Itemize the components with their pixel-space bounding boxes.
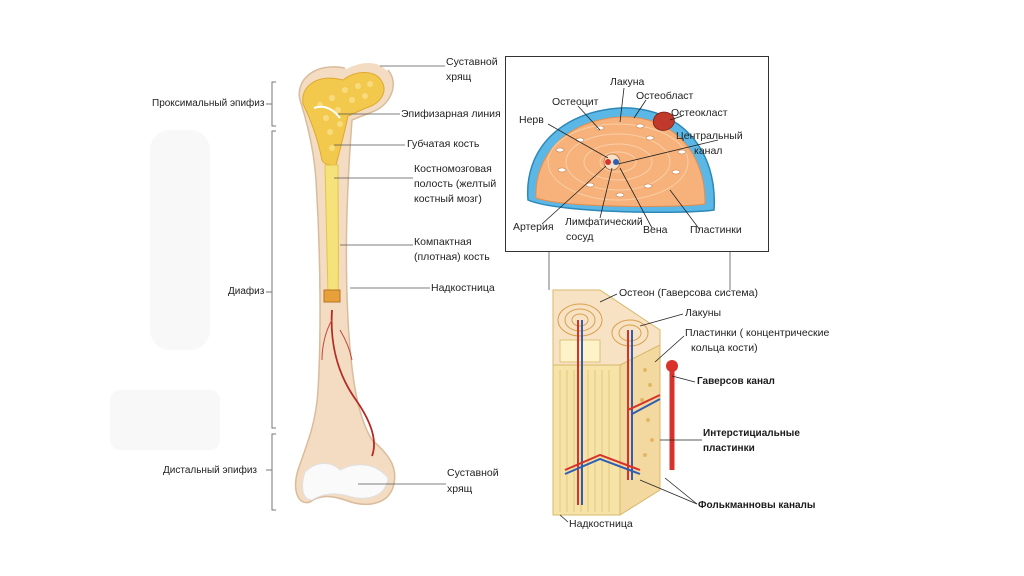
lamellae-label: Пластинки [690,224,742,236]
proximal-epiphysis-label: Проксимальный эпифиз [152,98,265,109]
osteocytes [555,123,687,198]
lacuna-label: Лакуна [610,76,645,88]
interstitial-spots [640,368,654,457]
region-brackets [266,81,276,511]
spongy-texture [317,81,373,151]
osteon-label: Остеон (Гаверсова система) [619,287,758,299]
cut-osteon [559,339,601,363]
vein-label: Вена [643,224,668,236]
compact-bone-label: Компактная [414,236,472,248]
block-vessels [564,320,661,505]
nutrient-branch [321,319,333,361]
periosteum-vessel-end [666,360,678,372]
marrow-cavity-cut [323,289,341,303]
canal-artery [605,159,611,165]
nutrient-artery [330,309,375,457]
lymph-vessel-label: Лимфатический [565,216,643,228]
osteon-leader-lines [541,87,719,231]
haversian-canal-label: Гаверсов канал [697,376,775,387]
distal-articular-cartilage [302,463,389,501]
lamellae-block-label: Пластинки ( концентрические [685,327,830,339]
marrow-cavity-label-line2: полость (желтый [414,178,497,190]
background-watermark [110,130,220,450]
artery-label: Артерия [513,221,554,233]
lymph-vessel-label-line2: сосуд [566,231,594,243]
distal-cartilage-label-line2: хрящ [447,483,473,495]
volkmann-canals-label: Фолькманновы каналы [698,500,816,511]
marrow-cavity-label: Костномозговая [414,163,492,175]
articular-cartilage-label: Суставной [446,56,498,68]
bone-leader-lines [334,65,446,485]
articular-cartilage-label-line2: хрящ [446,71,472,83]
block-side-face [619,344,661,516]
spongy-bone-label: Губчатая кость [407,138,480,150]
osteoclast-label: Остеокласт [671,107,728,119]
block-periosteum-label: Надкостница [569,518,633,530]
front-lamellae [559,370,610,512]
interstitial-lamellae-label: Интерстициальные [703,428,800,439]
osteocyte-label: Остеоцит [552,96,599,108]
marrow-cavity-label-line3: костный мозг) [414,193,482,205]
block-front-face [552,364,621,516]
epiphyseal-line-label: Эпифизарная линия [401,108,501,120]
compact-bone-label-line2: (плотная) кость [414,251,490,263]
central-canal-label-line2: канал [694,145,723,157]
bone-shell [294,60,396,506]
lacunae-label: Лакуны [685,307,722,319]
distal-epiphysis-label: Дистальный эпифиз [163,465,258,476]
distal-cartilage-label: Суставной [447,467,499,479]
concentric-lamellae [547,123,689,201]
canal-vein [613,159,619,165]
interstitial-lamellae-label-line2: пластинки [703,443,755,454]
periosteum-label: Надкостница [431,282,495,294]
block-leader-lines [559,293,702,523]
top-osteon-rings [557,303,649,347]
central-canal-label: Центральный [676,130,743,142]
diaphysis-label: Диафиз [228,286,265,297]
osteon-cross-section-box [505,56,769,252]
proximal-articular-cartilage [344,60,390,72]
osteoblast-label: Остеобласт [636,90,694,102]
nerve-label: Нерв [519,114,544,126]
epiphyseal-line [313,105,341,119]
lamellae-block-label-line2: кольца кости) [691,342,758,354]
osteoclast [652,111,675,131]
nutrient-branch [339,329,353,361]
